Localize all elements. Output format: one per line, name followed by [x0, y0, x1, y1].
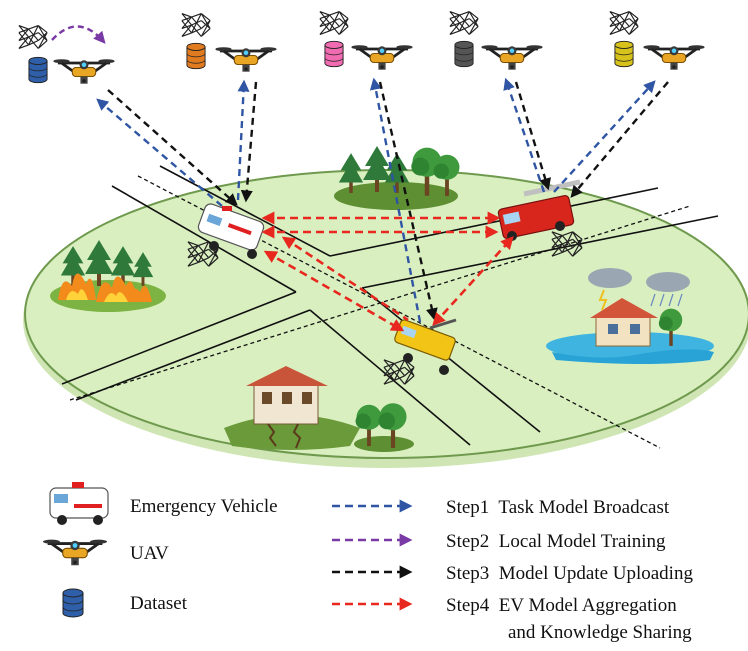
- uav-group-5: [609, 10, 706, 72]
- neural-network-icon: [609, 10, 639, 36]
- neural-network-icon: [18, 24, 48, 50]
- uav-icon: [214, 45, 278, 74]
- storm-cloud-icon: [588, 268, 690, 311]
- uav-icon: [480, 43, 544, 72]
- legend-uav-icon: [42, 538, 108, 567]
- legend-label-step4-line2: and Knowledge Sharing: [508, 622, 692, 643]
- database-icon: [454, 40, 474, 68]
- flood-house-scene: [546, 268, 714, 364]
- neural-network-icon: [449, 10, 479, 36]
- uav-group-1: [18, 24, 116, 86]
- step4-arrows: [261, 211, 514, 332]
- database-icon: [614, 40, 634, 68]
- uav-group-3: [319, 10, 414, 72]
- neural-network-icon: [319, 10, 349, 36]
- legend-label-step3: Step3 Model Update Uploading: [446, 563, 693, 584]
- legend-label-step2: Step2 Local Model Training: [446, 531, 666, 552]
- step3-arrows: [107, 81, 669, 321]
- legend-label-emergency-vehicle: Emergency Vehicle: [130, 496, 278, 517]
- database-icon: [324, 40, 344, 68]
- uav-icon: [52, 57, 116, 86]
- earthquake-house-scene: [224, 366, 360, 450]
- uav-group-4: [449, 10, 544, 72]
- database-icon: [28, 56, 48, 84]
- legend-label-dataset: Dataset: [130, 593, 188, 614]
- legend-ambulance-icon: [49, 482, 109, 525]
- local-training-arc: [51, 25, 106, 44]
- fire-truck-vehicle: [497, 179, 581, 241]
- uav-icon: [350, 43, 414, 72]
- database-icon: [186, 42, 206, 70]
- legend-label-step1: Step1 Task Model Broadcast: [446, 497, 670, 518]
- legend-database-icon: [62, 588, 84, 618]
- uav-group-2: [181, 12, 278, 74]
- ambulance-vehicle: [197, 203, 265, 259]
- legend-label-uav: UAV: [130, 543, 169, 564]
- trees-scene: [354, 403, 414, 452]
- forest-fire-scene: [50, 240, 166, 312]
- step1-arrows: [96, 77, 656, 323]
- forest-scene: [334, 146, 460, 210]
- legend: Emergency Vehicle UAV Dataset Step1 Task…: [42, 482, 693, 643]
- legend-label-step4: Step4 EV Model Aggregation: [446, 595, 677, 616]
- neural-network-icon: [181, 12, 211, 38]
- uav-icon: [642, 43, 706, 72]
